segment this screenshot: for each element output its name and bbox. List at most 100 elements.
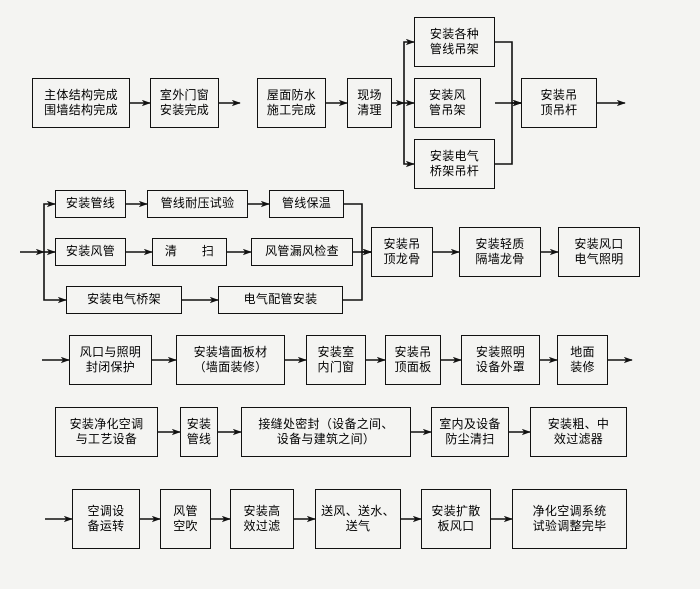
node-line: 送气 <box>345 519 371 533</box>
node-line: 安装室 <box>317 344 355 359</box>
node-line: 管线耐压试验 <box>160 196 235 211</box>
node-line: 备运转 <box>87 519 125 533</box>
node-line: 桥架吊杆 <box>429 164 480 178</box>
node-pipeline-pressure-test[interactable]: 管线耐压试验 <box>147 190 248 218</box>
node-install-electrical-tray-hangers[interactable]: 安装电气 桥架吊杆 <box>414 139 495 189</box>
node-line: 接缝处密封（设备之间、 <box>258 416 394 431</box>
node-line: 安装完成 <box>159 103 210 117</box>
node-line: 封闭保护 <box>85 360 136 374</box>
node-floor-finishing[interactable]: 地面 装修 <box>557 335 608 385</box>
node-line: 安装风 <box>429 87 466 102</box>
node-line: 隔墙龙骨 <box>475 252 525 266</box>
node-line: 室外门窗 <box>159 87 210 102</box>
node-line: 效过滤器 <box>553 432 604 446</box>
node-line: 安装电气桥架 <box>87 292 161 307</box>
node-install-air-outlet-lighting[interactable]: 安装风口 电气照明 <box>558 227 640 277</box>
node-line: 板风口 <box>437 519 475 533</box>
node-pipeline-insulation[interactable]: 管线保温 <box>269 190 344 218</box>
node-line: 净化空调系统 <box>532 503 607 518</box>
node-install-electrical-tray[interactable]: 安装电气桥架 <box>66 286 182 314</box>
node-seal-joints[interactable]: 接缝处密封（设备之间、 设备与建筑之间） <box>241 407 411 457</box>
node-cleanroom-system-commissioning-complete[interactable]: 净化空调系统 试验调整完毕 <box>512 489 627 549</box>
node-supply-air-water-gas[interactable]: 送风、送水、 送气 <box>315 489 401 549</box>
node-exterior-doors-windows[interactable]: 室外门窗 安装完成 <box>150 78 219 128</box>
node-line: 现场 <box>357 87 382 102</box>
node-line: 安装扩散 <box>431 503 481 518</box>
node-protect-outlet-lighting[interactable]: 风口与照明 封闭保护 <box>69 335 152 385</box>
node-line: 空调设 <box>87 503 125 518</box>
node-line: 地面 <box>570 344 595 359</box>
node-line: 效过滤 <box>243 519 281 533</box>
node-line: 室内及设备 <box>439 416 501 431</box>
node-line: 清 扫 <box>164 244 215 259</box>
node-line: 内门窗 <box>317 360 355 374</box>
node-install-wall-panels[interactable]: 安装墙面板材 （墙面装修） <box>176 335 285 385</box>
node-main-structure[interactable]: 主体结构完成 围墙结构完成 <box>32 78 130 128</box>
node-line: 风管 <box>173 503 198 518</box>
node-line: 防尘清扫 <box>445 432 495 446</box>
node-line: 安装轻质 <box>475 236 525 251</box>
node-line: 电气照明 <box>574 252 624 266</box>
node-line: 装修 <box>570 360 595 374</box>
node-line: 施工完成 <box>266 103 317 117</box>
node-line: 风口与照明 <box>79 344 142 359</box>
node-install-pipelines-2[interactable]: 安装 管线 <box>180 407 218 457</box>
node-line: 安装 <box>186 416 212 431</box>
node-line: 与工艺设备 <box>75 432 138 446</box>
node-line: 电气配管安装 <box>243 292 318 307</box>
node-install-coarse-medium-filters[interactable]: 安装粗、中 效过滤器 <box>530 407 627 457</box>
node-install-interior-doors-windows[interactable]: 安装室 内门窗 <box>306 335 366 385</box>
node-roof-waterproofing[interactable]: 屋面防水 施工完成 <box>257 78 326 128</box>
node-line: 主体结构完成 <box>44 87 118 102</box>
node-line: 安装吊 <box>383 236 421 251</box>
node-line: 风管漏风检查 <box>265 244 339 259</box>
node-install-light-partition-keel[interactable]: 安装轻质 隔墙龙骨 <box>459 227 541 277</box>
node-line: 安装照明 <box>475 344 526 359</box>
node-line: 安装吊 <box>540 87 578 102</box>
node-install-diffuser-outlet[interactable]: 安装扩散 板风口 <box>421 489 491 549</box>
node-line: 管线吊架 <box>429 42 480 56</box>
node-duct-leakage-test[interactable]: 风管漏风检查 <box>251 238 353 266</box>
node-line: 管线 <box>186 432 212 446</box>
node-line: 安装风管 <box>65 244 116 259</box>
node-line: 管吊架 <box>429 103 466 117</box>
node-install-pipeline-hangers[interactable]: 安装各种 管线吊架 <box>414 17 495 67</box>
node-install-air-duct[interactable]: 安装风管 <box>55 238 126 266</box>
node-line: 清理 <box>357 103 382 117</box>
node-line: 安装各种 <box>429 26 480 41</box>
node-line: 围墙结构完成 <box>44 103 118 117</box>
node-line: （墙面装修） <box>193 360 268 374</box>
node-line: 顶面板 <box>394 360 432 374</box>
node-line: 管线保温 <box>281 196 332 211</box>
node-duct-air-blowing[interactable]: 风管 空吹 <box>160 489 211 549</box>
node-line: 设备与建筑之间） <box>276 432 376 446</box>
node-line: 空吹 <box>173 519 198 533</box>
node-line: 送风、送水、 <box>321 503 395 518</box>
node-line: 安装吊 <box>394 344 432 359</box>
node-line: 安装净化空调 <box>69 416 144 431</box>
node-line: 安装电气 <box>429 148 480 163</box>
node-line: 屋面防水 <box>266 87 317 102</box>
node-install-lighting-covers[interactable]: 安装照明 设备外罩 <box>461 335 540 385</box>
node-install-ceiling-keel[interactable]: 安装吊 顶龙骨 <box>371 227 433 277</box>
node-line: 试验调整完毕 <box>532 519 607 533</box>
node-line: 安装管线 <box>65 196 116 211</box>
node-line: 顶吊杆 <box>540 103 578 117</box>
node-install-ceiling-rods[interactable]: 安装吊 顶吊杆 <box>521 78 597 128</box>
node-install-hvac-process-equipment[interactable]: 安装净化空调 与工艺设备 <box>55 407 158 457</box>
node-line: 安装风口 <box>574 236 624 251</box>
node-line: 设备外罩 <box>475 360 526 374</box>
node-install-duct-hangers[interactable]: 安装风 管吊架 <box>414 78 481 128</box>
node-site-cleanup[interactable]: 现场 清理 <box>347 78 392 128</box>
node-install-ceiling-panels[interactable]: 安装吊 顶面板 <box>385 335 441 385</box>
node-line: 安装墙面板材 <box>193 344 268 359</box>
node-cleaning[interactable]: 清 扫 <box>152 238 227 266</box>
node-install-pipeline[interactable]: 安装管线 <box>55 190 126 218</box>
node-install-hepa-filters[interactable]: 安装高 效过滤 <box>230 489 294 549</box>
node-indoor-equipment-dust-cleaning[interactable]: 室内及设备 防尘清扫 <box>431 407 509 457</box>
node-electrical-conduit-install[interactable]: 电气配管安装 <box>218 286 343 314</box>
node-line: 顶龙骨 <box>383 252 421 266</box>
node-line: 安装粗、中 <box>547 416 610 431</box>
node-hvac-equipment-operation[interactable]: 空调设 备运转 <box>72 489 140 549</box>
